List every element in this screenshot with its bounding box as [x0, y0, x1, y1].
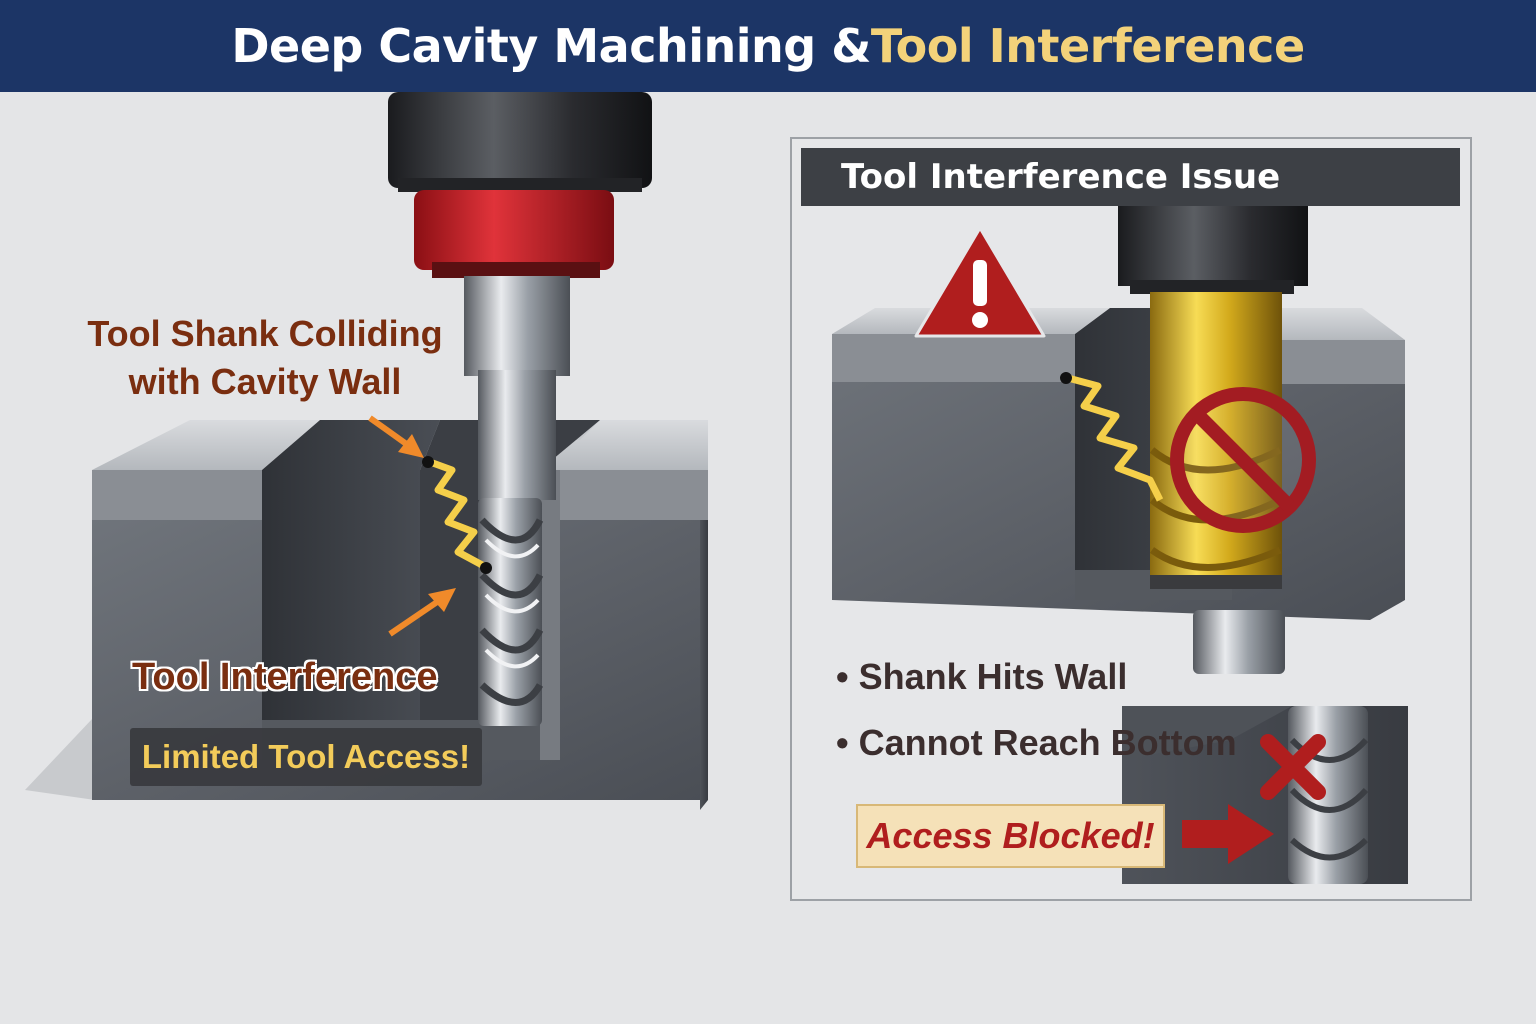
- title-main: Deep Cavity Machining &: [231, 19, 871, 73]
- prohibited-icon: [1170, 387, 1316, 533]
- title-bar: Deep Cavity Machining & Tool Interferenc…: [0, 0, 1536, 92]
- access-blocked-label: Access Blocked!: [856, 804, 1165, 868]
- arrow-to-interference-icon: [388, 588, 456, 637]
- right-collision-spark-icon: [1067, 374, 1164, 502]
- shank-collision-label: Tool Shank Colliding with Cavity Wall: [70, 310, 460, 406]
- warning-icon: [914, 226, 1046, 338]
- left-tool-assembly: [388, 92, 652, 726]
- arrow-to-shank-icon: [368, 415, 424, 458]
- arrow-right-icon: [1182, 804, 1274, 864]
- collision-spark-icon: [428, 458, 486, 570]
- inset-blocked-detail: [1122, 706, 1408, 884]
- limited-access-label: Limited Tool Access!: [130, 728, 482, 786]
- shank-label-line-2: with Cavity Wall: [128, 361, 402, 402]
- bullet-shank-hits-wall: • Shank Hits Wall: [836, 656, 1128, 697]
- panel-header: Tool Interference Issue: [801, 148, 1460, 206]
- bullet-cannot-reach-bottom: • Cannot Reach Bottom: [836, 722, 1237, 763]
- x-mark-icon: [1260, 734, 1326, 800]
- shank-label-line-1: Tool Shank Colliding: [87, 313, 443, 354]
- tool-interference-label: Tool Interference: [132, 656, 438, 698]
- title-accent: Tool Interference: [870, 19, 1305, 73]
